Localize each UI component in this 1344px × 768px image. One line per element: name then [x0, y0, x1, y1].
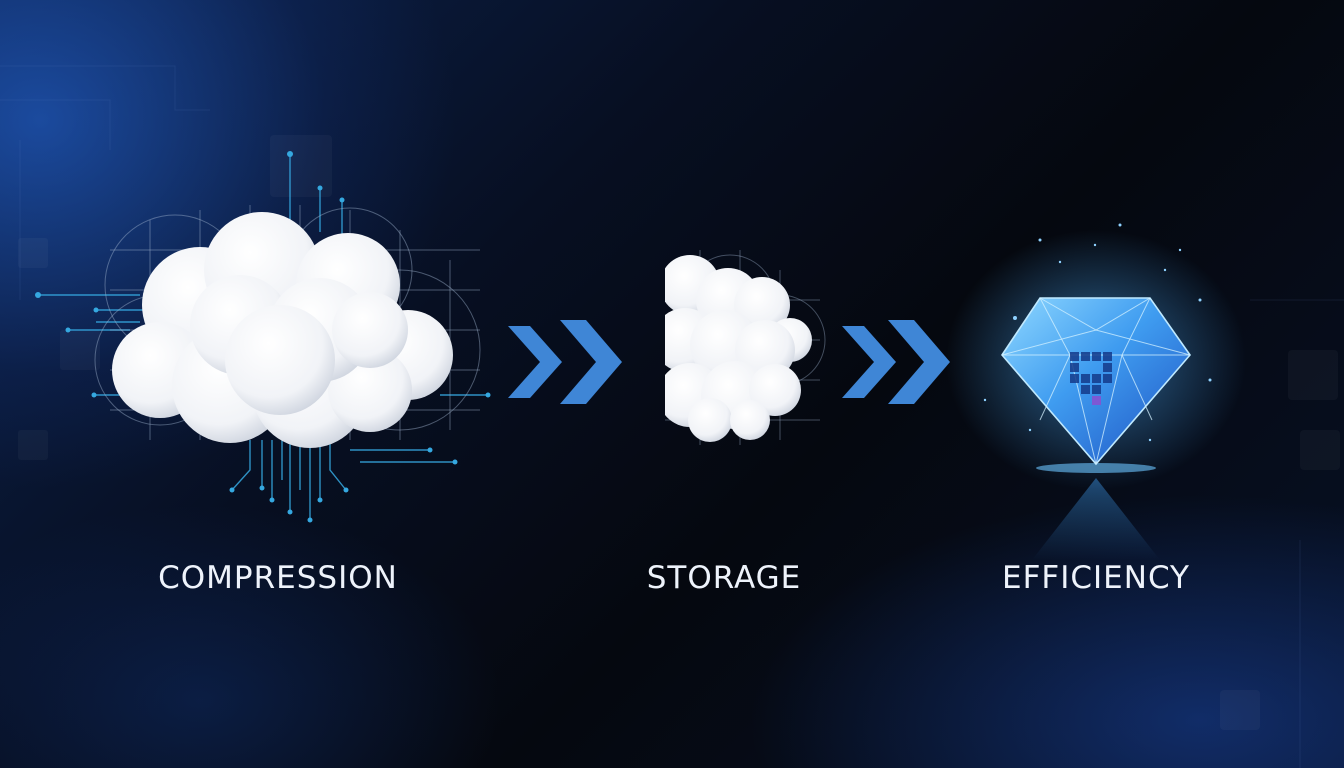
- half-cloud-icon: [665, 255, 812, 442]
- sparkles: [983, 223, 1212, 442]
- connector-arrow-1: [508, 320, 622, 404]
- step-label-efficiency: EFFICIENCY: [1002, 560, 1190, 596]
- pixel-grid-icon: [1070, 352, 1112, 405]
- background-lines: [0, 65, 1344, 768]
- step-label-storage: STORAGE: [646, 560, 802, 596]
- diamond-icon: [1000, 297, 1192, 466]
- diamond-reflection: [1032, 478, 1160, 560]
- step-label-compression: COMPRESSION: [158, 560, 398, 596]
- cloud-icon: [112, 212, 453, 448]
- circuit-nodes: [35, 151, 491, 523]
- circuit-traces: [38, 154, 488, 520]
- connector-arrow-2: [842, 320, 950, 404]
